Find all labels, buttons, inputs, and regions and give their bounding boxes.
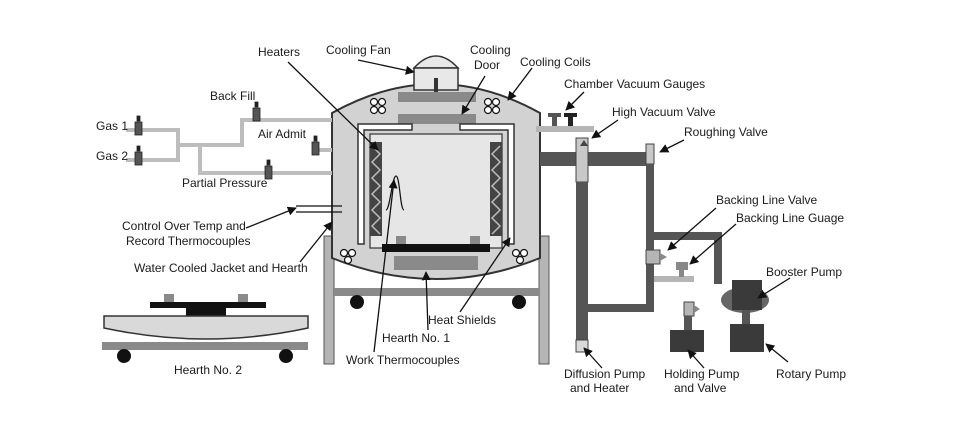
cooling-coils-top-left	[369, 97, 387, 115]
furnace-chamber	[331, 55, 541, 280]
cooling-fan-dome	[412, 55, 460, 69]
label-cooling-coils: Cooling Coils	[520, 55, 591, 69]
label-chamber-vacuum-gauges: Chamber Vacuum Gauges	[564, 77, 705, 91]
cooling-coils-bottom-left	[339, 248, 357, 265]
label-backing-line-valve: Backing Line Valve	[716, 193, 818, 207]
label-holding-2: and Valve	[674, 381, 727, 395]
label-backing-line-gauge: Backing Line Guage	[736, 211, 844, 225]
gas-2-valve	[134, 151, 143, 166]
furnace-stand	[323, 235, 550, 365]
label-diffusion-2: and Heater	[570, 381, 629, 395]
stand-wheel-left	[350, 295, 364, 309]
chamber-vacuum-gauge-line	[536, 126, 594, 132]
cooling-coils-bottom-right	[511, 248, 529, 265]
label-diffusion-1: Diffusion Pump	[564, 367, 645, 381]
cooling-fan-plate	[398, 92, 476, 102]
label-hearth-no-2: Hearth No. 2	[174, 363, 242, 377]
vacuum-system	[536, 113, 769, 353]
label-heat-shields: Heat Shields	[428, 313, 496, 327]
label-work-thermocouples: Work Thermocouples	[346, 353, 460, 367]
backing-line-gauge	[676, 262, 688, 270]
work-thermocouple	[385, 175, 405, 211]
rotary-pump	[730, 324, 764, 352]
hearth-no-1	[382, 244, 490, 252]
cooling-coils-top-right	[483, 97, 501, 115]
roughing-valve	[645, 143, 655, 165]
control-thermocouple-lines	[296, 205, 342, 213]
heater-left	[370, 142, 382, 236]
backing-line	[654, 232, 720, 240]
label-cooling-door-1: Cooling	[470, 43, 511, 57]
label-heaters: Heaters	[258, 45, 300, 59]
roughing-line	[646, 164, 654, 310]
hearth-support	[394, 256, 478, 270]
gas-valves	[134, 101, 320, 180]
hot-zone	[369, 133, 503, 249]
label-cooling-fan: Cooling Fan	[326, 43, 391, 57]
label-control-1: Control Over Temp and	[122, 219, 246, 233]
label-rotary-pump: Rotary Pump	[776, 367, 846, 381]
air-admit-valve	[311, 141, 320, 156]
label-back-fill: Back Fill	[210, 89, 255, 103]
label-high-vacuum-valve: High Vacuum Valve	[612, 105, 716, 119]
label-booster-pump: Booster Pump	[766, 265, 842, 279]
gas-1-valve	[134, 121, 143, 136]
label-gas-2: Gas 2	[96, 149, 128, 163]
diffusion-pump	[576, 182, 588, 340]
heater-right	[490, 142, 502, 236]
label-roughing-valve: Roughing Valve	[684, 125, 768, 139]
holding-valve	[683, 301, 695, 317]
label-holding-1: Holding Pump	[664, 367, 740, 381]
label-water-cooled: Water Cooled Jacket and Hearth	[134, 261, 308, 275]
main-vacuum-pipe	[540, 152, 576, 166]
label-cooling-door-2: Door	[474, 58, 500, 72]
cooling-door	[398, 114, 476, 124]
label-control-2: Record Thermocouples	[126, 234, 251, 248]
leader-lines	[245, 59, 791, 369]
label-gas-1: Gas 1	[96, 119, 128, 133]
booster-pump	[732, 280, 762, 310]
labels: Heaters Cooling Fan Cooling Door Cooling…	[96, 43, 846, 395]
label-air-admit: Air Admit	[258, 127, 307, 141]
stand-wheel-right	[512, 295, 526, 309]
partial-pressure-valve	[264, 165, 273, 180]
hearth-no-2-cart	[102, 294, 309, 363]
holding-pump	[670, 330, 704, 352]
backing-line-valve	[645, 249, 661, 265]
back-fill-valve	[252, 107, 261, 122]
label-hearth-no-1: Hearth No. 1	[382, 331, 450, 345]
label-partial-pressure: Partial Pressure	[182, 176, 268, 190]
heat-shield-right	[459, 123, 515, 245]
